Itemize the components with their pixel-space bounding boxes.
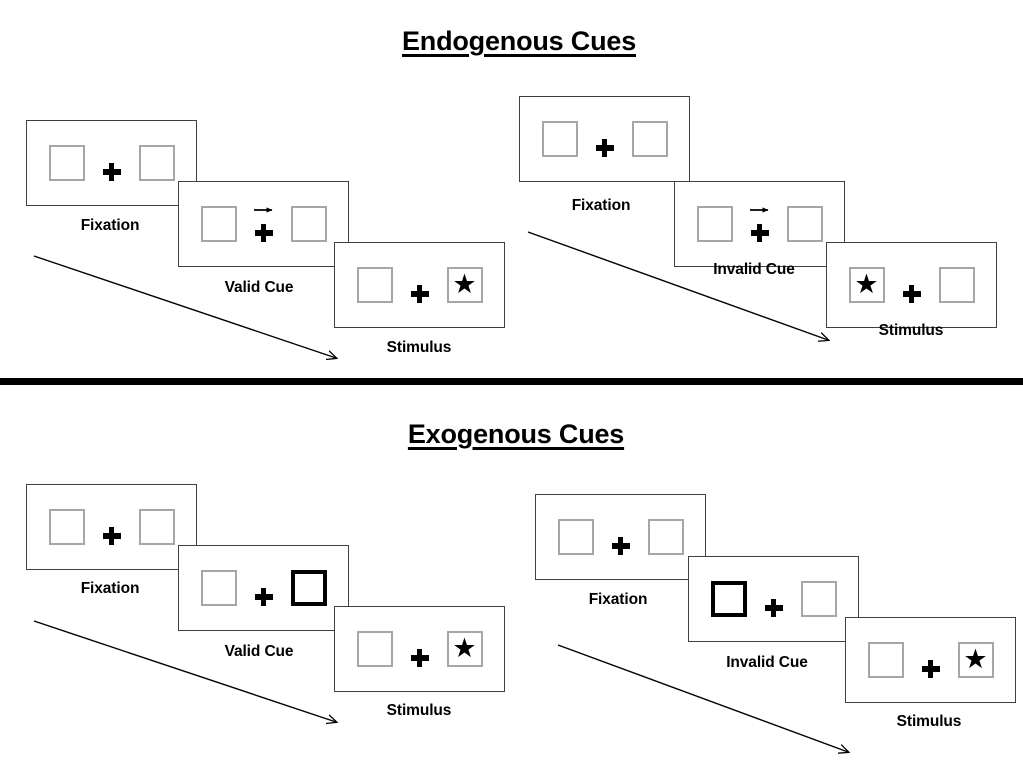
section-title-exogenous: Exogenous Cues xyxy=(407,419,625,449)
frame-endo-invalid-cue xyxy=(674,181,845,267)
stimulus-star-icon: ★ xyxy=(854,268,879,299)
fixation-cross-icon xyxy=(254,224,273,242)
frame-endo-valid-stimulus: ★ xyxy=(334,242,505,328)
left-placeholder-box xyxy=(356,267,393,303)
stimulus-star-icon: ★ xyxy=(452,268,477,299)
right-placeholder-box: ★ xyxy=(446,267,483,303)
caption-endo-invalid-cue: Invalid Cue xyxy=(713,261,795,278)
left-placeholder-box xyxy=(867,642,904,678)
fixation-center xyxy=(761,581,787,617)
fixation-center xyxy=(251,206,277,242)
cue-arrow-right-icon xyxy=(749,207,768,213)
right-placeholder-box xyxy=(290,206,327,242)
stimulus-star-icon: ★ xyxy=(963,643,988,674)
right-placeholder-box: ★ xyxy=(446,631,483,667)
caption-endo-valid-cue: Valid Cue xyxy=(224,279,294,296)
frame-endo-valid-fixation xyxy=(26,120,197,206)
frame-exo-invalid-stimulus: ★ xyxy=(845,617,1016,703)
fixation-cross-icon xyxy=(750,224,769,242)
frame-exo-valid-cue xyxy=(178,545,349,631)
fixation-cross-icon xyxy=(410,285,429,303)
right-placeholder-box: ★ xyxy=(957,642,994,678)
frame-exo-invalid-fixation xyxy=(535,494,706,580)
fixation-center xyxy=(407,267,433,303)
left-placeholder-box xyxy=(200,570,237,606)
fixation-center xyxy=(608,519,634,555)
right-placeholder-box xyxy=(138,145,175,181)
right-placeholder-box xyxy=(800,581,837,617)
caption-exo-invalid-fixation: Fixation xyxy=(588,591,648,608)
frame-exo-invalid-cue xyxy=(688,556,859,642)
caption-exo-valid-cue: Valid Cue xyxy=(224,643,294,660)
fixation-cross-icon xyxy=(410,649,429,667)
fixation-center xyxy=(407,631,433,667)
fixation-cross-icon xyxy=(102,163,121,181)
caption-endo-valid-stimulus: Stimulus xyxy=(386,339,452,356)
left-placeholder-box xyxy=(200,206,237,242)
frame-endo-valid-cue xyxy=(178,181,349,267)
left-placeholder-box: ★ xyxy=(848,267,885,303)
caption-exo-invalid-stimulus: Stimulus xyxy=(896,713,962,730)
fixation-cross-icon xyxy=(902,285,921,303)
caption-endo-invalid-stimulus: Stimulus xyxy=(878,322,944,339)
stimulus-star-icon: ★ xyxy=(452,632,477,663)
caption-endo-valid-fixation: Fixation xyxy=(80,217,140,234)
fixation-cross-icon xyxy=(764,599,783,617)
right-placeholder-box xyxy=(647,519,684,555)
right-placeholder-box-cued xyxy=(290,570,327,606)
left-placeholder-box xyxy=(48,145,85,181)
caption-exo-invalid-cue: Invalid Cue xyxy=(726,654,808,671)
left-placeholder-box xyxy=(557,519,594,555)
frame-endo-invalid-stimulus: ★ xyxy=(826,242,997,328)
left-placeholder-box-cued xyxy=(710,581,747,617)
fixation-center xyxy=(99,145,125,181)
frame-endo-invalid-fixation xyxy=(519,96,690,182)
left-placeholder-box xyxy=(541,121,578,157)
fixation-cross-icon xyxy=(921,660,940,678)
fixation-center xyxy=(918,642,944,678)
fixation-cross-icon xyxy=(595,139,614,157)
section-title-endogenous: Endogenous Cues xyxy=(401,26,637,56)
left-placeholder-box xyxy=(48,509,85,545)
fixation-cross-icon xyxy=(254,588,273,606)
fixation-center xyxy=(747,206,773,242)
caption-exo-valid-fixation: Fixation xyxy=(80,580,140,597)
right-placeholder-box xyxy=(138,509,175,545)
frame-exo-valid-fixation xyxy=(26,484,197,570)
fixation-center xyxy=(592,121,618,157)
left-placeholder-box xyxy=(696,206,733,242)
caption-endo-invalid-fixation: Fixation xyxy=(571,197,631,214)
cue-arrow-right-icon xyxy=(253,207,272,213)
left-placeholder-box xyxy=(356,631,393,667)
right-placeholder-box xyxy=(631,121,668,157)
right-placeholder-box xyxy=(938,267,975,303)
caption-exo-valid-stimulus: Stimulus xyxy=(386,702,452,719)
fixation-center xyxy=(251,570,277,606)
frame-exo-valid-stimulus: ★ xyxy=(334,606,505,692)
fixation-center xyxy=(899,267,925,303)
section-divider xyxy=(0,378,1023,385)
right-placeholder-box xyxy=(786,206,823,242)
fixation-cross-icon xyxy=(102,527,121,545)
fixation-center xyxy=(99,509,125,545)
fixation-cross-icon xyxy=(611,537,630,555)
